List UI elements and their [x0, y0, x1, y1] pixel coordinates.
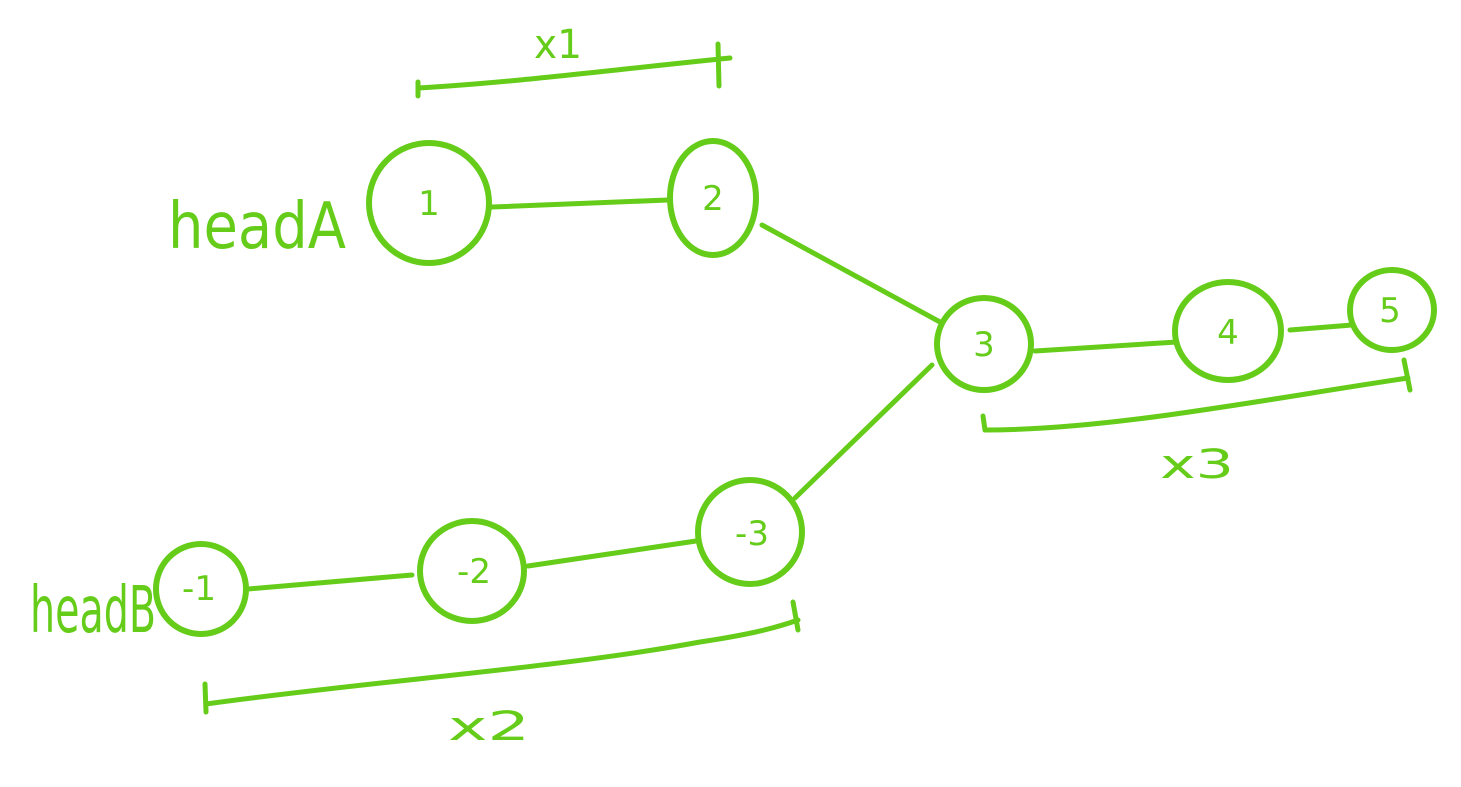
list-node-2: 2 [667, 138, 759, 258]
list-node-1: 1 [366, 140, 492, 266]
list-node-minus-1: -1 [153, 541, 249, 637]
head-a-label: headA [168, 190, 346, 264]
edge-m3-3 [792, 362, 935, 501]
span-bracket-x2 [202, 599, 801, 715]
edge-1-2 [489, 197, 671, 210]
node-label: 4 [1217, 313, 1239, 353]
span-brackets [202, 41, 1413, 715]
edge-m1-m2 [245, 572, 415, 592]
list-node-4: 4 [1172, 279, 1284, 383]
node-label: 1 [418, 184, 440, 224]
span-bracket-x3 [980, 357, 1413, 433]
node-label: -1 [182, 569, 216, 609]
node-label: -3 [735, 514, 769, 554]
node-label: 3 [973, 325, 995, 365]
list-node-3: 3 [934, 295, 1034, 393]
edge-2-3 [759, 222, 943, 325]
node-label: 5 [1379, 291, 1401, 331]
node-label: -2 [457, 552, 491, 592]
list-node-minus-2: -2 [417, 518, 527, 624]
edge-m2-m3 [525, 538, 699, 569]
head-b-label: headB [30, 574, 156, 648]
span-label-x3: x3 [1160, 442, 1234, 488]
span-label-x2: x2 [448, 704, 530, 750]
edges [245, 197, 1355, 592]
list-node-minus-3: -3 [695, 477, 805, 587]
span-label-x1: x1 [534, 22, 582, 68]
node-label: 2 [702, 179, 724, 219]
edge-4-5 [1287, 322, 1355, 333]
edge-3-4 [1032, 339, 1180, 354]
list-node-5: 5 [1347, 267, 1437, 353]
nodes: 1 2 3 4 5 -1 -2 -3 [153, 138, 1437, 637]
span-bracket-x1 [415, 41, 733, 99]
